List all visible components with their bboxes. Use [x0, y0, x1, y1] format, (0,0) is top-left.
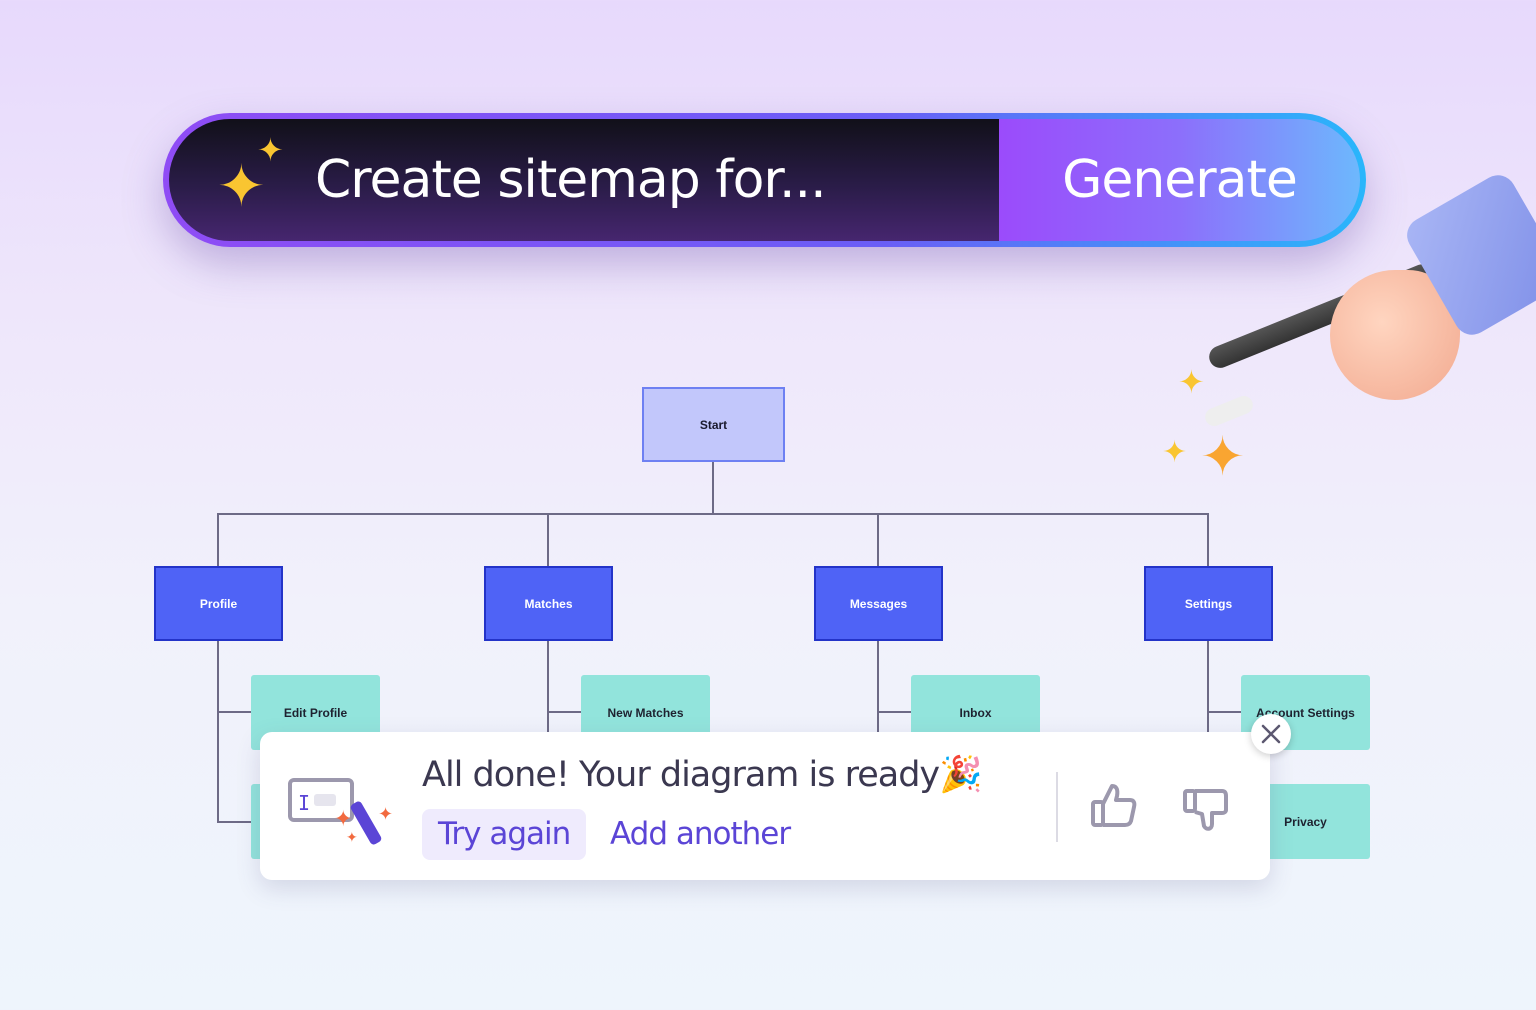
thumbs-down-icon[interactable] — [1182, 788, 1230, 834]
node-profile[interactable]: Profile — [154, 566, 283, 641]
party-popper-icon: 🎉 — [939, 755, 983, 795]
close-button[interactable] — [1251, 714, 1291, 754]
prompt-bar: ✦ ✦ Create sitemap for... Generate — [163, 113, 1366, 247]
node-messages[interactable]: Messages — [814, 566, 943, 641]
prompt-input[interactable]: ✦ ✦ Create sitemap for... — [169, 119, 999, 241]
hand-wand-illustration: ✦ ✦ ✦ — [1160, 168, 1536, 500]
svg-text:✦: ✦ — [346, 829, 358, 845]
svg-text:✦: ✦ — [378, 804, 393, 824]
generate-button[interactable]: Generate — [999, 119, 1360, 241]
sparkle-icon: ✦ — [1200, 427, 1246, 487]
generate-label: Generate — [1062, 150, 1298, 210]
sparkle-icon: ✦ — [1162, 436, 1188, 469]
node-start[interactable]: Start — [642, 387, 785, 462]
sparkles-icon: ✦ ✦ — [217, 132, 284, 219]
node-matches[interactable]: Matches — [484, 566, 613, 641]
magic-wand-input-icon: I ✦ ✦ ✦ — [288, 778, 393, 845]
sparkle-icon: ✦ — [1178, 364, 1205, 400]
add-another-button[interactable]: Add another — [610, 816, 791, 852]
toast-message: All done! Your diagram is ready🎉 — [422, 754, 983, 795]
success-toast: I ✦ ✦ ✦ All done! Your diagram is ready🎉… — [260, 732, 1270, 880]
prompt-placeholder: Create sitemap for... — [315, 150, 827, 210]
toast-message-text: All done! Your diagram is ready — [422, 755, 940, 795]
svg-text:I: I — [298, 791, 310, 815]
svg-text:✦: ✦ — [334, 806, 352, 831]
try-again-button[interactable]: Try again — [422, 809, 587, 860]
divider — [1056, 772, 1058, 842]
close-icon — [1261, 724, 1281, 744]
node-settings[interactable]: Settings — [1144, 566, 1273, 641]
thumbs-up-icon[interactable] — [1090, 782, 1138, 828]
